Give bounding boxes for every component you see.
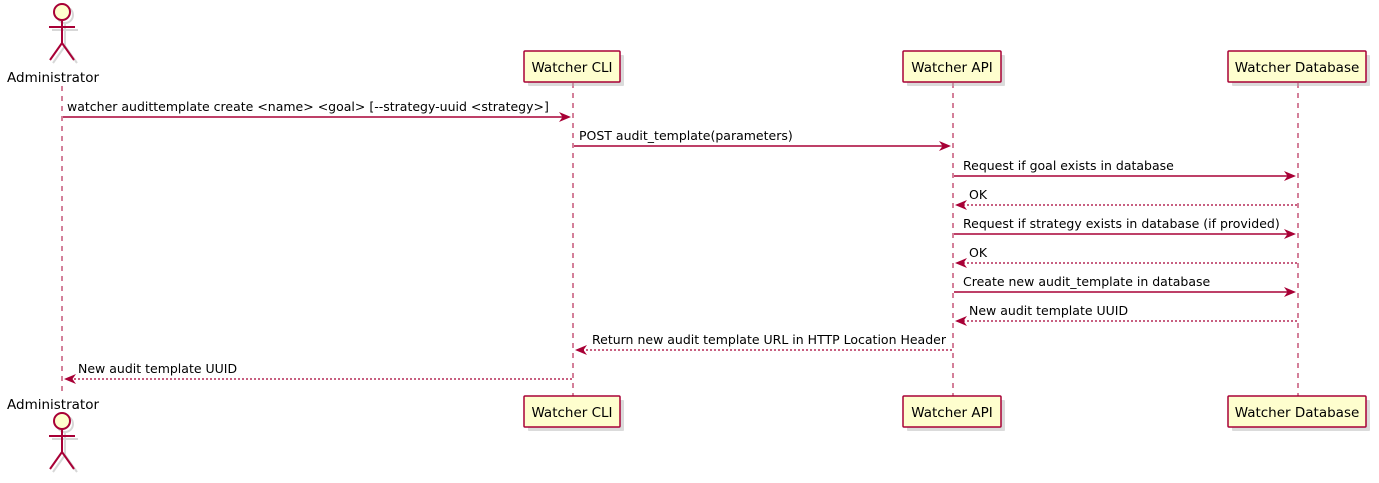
message-8-new-audit-template-uuid[interactable]: New audit template UUID: [955, 303, 1297, 326]
message-10-new-audit-template-uuid[interactable]: New audit template UUID: [64, 361, 572, 384]
actor-administrator-bottom[interactable]: Administrator: [7, 397, 99, 473]
actor-label-administrator-top: Administrator: [7, 70, 99, 86]
participant-box[interactable]: [523, 395, 621, 428]
participant-watcher-cli-top[interactable]: Watcher CLI: [523, 50, 624, 86]
message-6-ok[interactable]: OK: [955, 245, 1297, 268]
participant-box[interactable]: [523, 50, 621, 83]
message-3-request-goal-exists[interactable]: Request if goal exists in database: [954, 158, 1296, 181]
message-4-ok[interactable]: OK: [955, 187, 1297, 210]
participant-label-watcher-api-bottom: Watcher API: [911, 405, 993, 421]
message-label-3: Request if goal exists in database: [963, 158, 1174, 173]
participant-box[interactable]: [1227, 395, 1367, 428]
lifelines-group: [61, 83, 1299, 396]
message-label-1: watcher audittemplate create <name> <goa…: [67, 99, 549, 114]
arrowhead-left-icon: [575, 345, 587, 355]
participant-watcher-cli-bottom[interactable]: Watcher CLI: [523, 395, 624, 431]
message-1-watcher-audittemplate-create[interactable]: watcher audittemplate create <name> <goa…: [63, 99, 571, 122]
participant-watcher-database-top[interactable]: Watcher Database: [1227, 50, 1370, 86]
actor-head-icon: [53, 412, 71, 430]
actor-leg-right-icon: [61, 42, 75, 61]
message-7-create-audit-template[interactable]: Create new audit_template in database: [954, 274, 1296, 297]
participant-label-watcher-cli-top: Watcher CLI: [531, 60, 612, 76]
participant-label-watcher-database-bottom: Watcher Database: [1235, 405, 1360, 421]
arrowhead-left-icon: [955, 200, 967, 210]
message-label-9: Return new audit template URL in HTTP Lo…: [592, 332, 947, 347]
actor-leg-left-icon: [49, 451, 63, 470]
participant-watcher-database-bottom[interactable]: Watcher Database: [1227, 395, 1370, 431]
message-label-5: Request if strategy exists in database (…: [963, 216, 1280, 231]
participant-watcher-api-bottom[interactable]: Watcher API: [902, 395, 1005, 431]
message-label-6: OK: [969, 245, 988, 260]
participant-label-watcher-database-top: Watcher Database: [1235, 60, 1360, 76]
message-label-2: POST audit_template(parameters): [579, 128, 793, 143]
message-2-post-audit-template[interactable]: POST audit_template(parameters): [574, 128, 951, 151]
actor-head-icon: [53, 3, 71, 21]
message-label-7: Create new audit_template in database: [963, 274, 1210, 289]
participant-box[interactable]: [1227, 50, 1367, 83]
message-label-8: New audit template UUID: [969, 303, 1128, 318]
participant-watcher-api-top[interactable]: Watcher API: [902, 50, 1005, 86]
message-9-return-url-location-header[interactable]: Return new audit template URL in HTTP Lo…: [575, 332, 952, 355]
participant-label-watcher-cli-bottom: Watcher CLI: [531, 405, 612, 421]
actor-label-administrator-bottom: Administrator: [7, 397, 99, 413]
participant-box[interactable]: [902, 50, 1002, 83]
message-label-4: OK: [969, 187, 988, 202]
participant-box[interactable]: [902, 395, 1002, 428]
participant-label-watcher-api-top: Watcher API: [911, 60, 993, 76]
arrowhead-left-icon: [955, 258, 967, 268]
actor-leg-right-icon: [61, 451, 75, 470]
actor-leg-left-icon: [49, 42, 63, 61]
message-label-10: New audit template UUID: [78, 361, 237, 376]
arrowhead-left-icon: [955, 316, 967, 326]
actor-administrator-top[interactable]: Administrator: [7, 3, 99, 86]
message-5-request-strategy-exists[interactable]: Request if strategy exists in database (…: [954, 216, 1296, 239]
